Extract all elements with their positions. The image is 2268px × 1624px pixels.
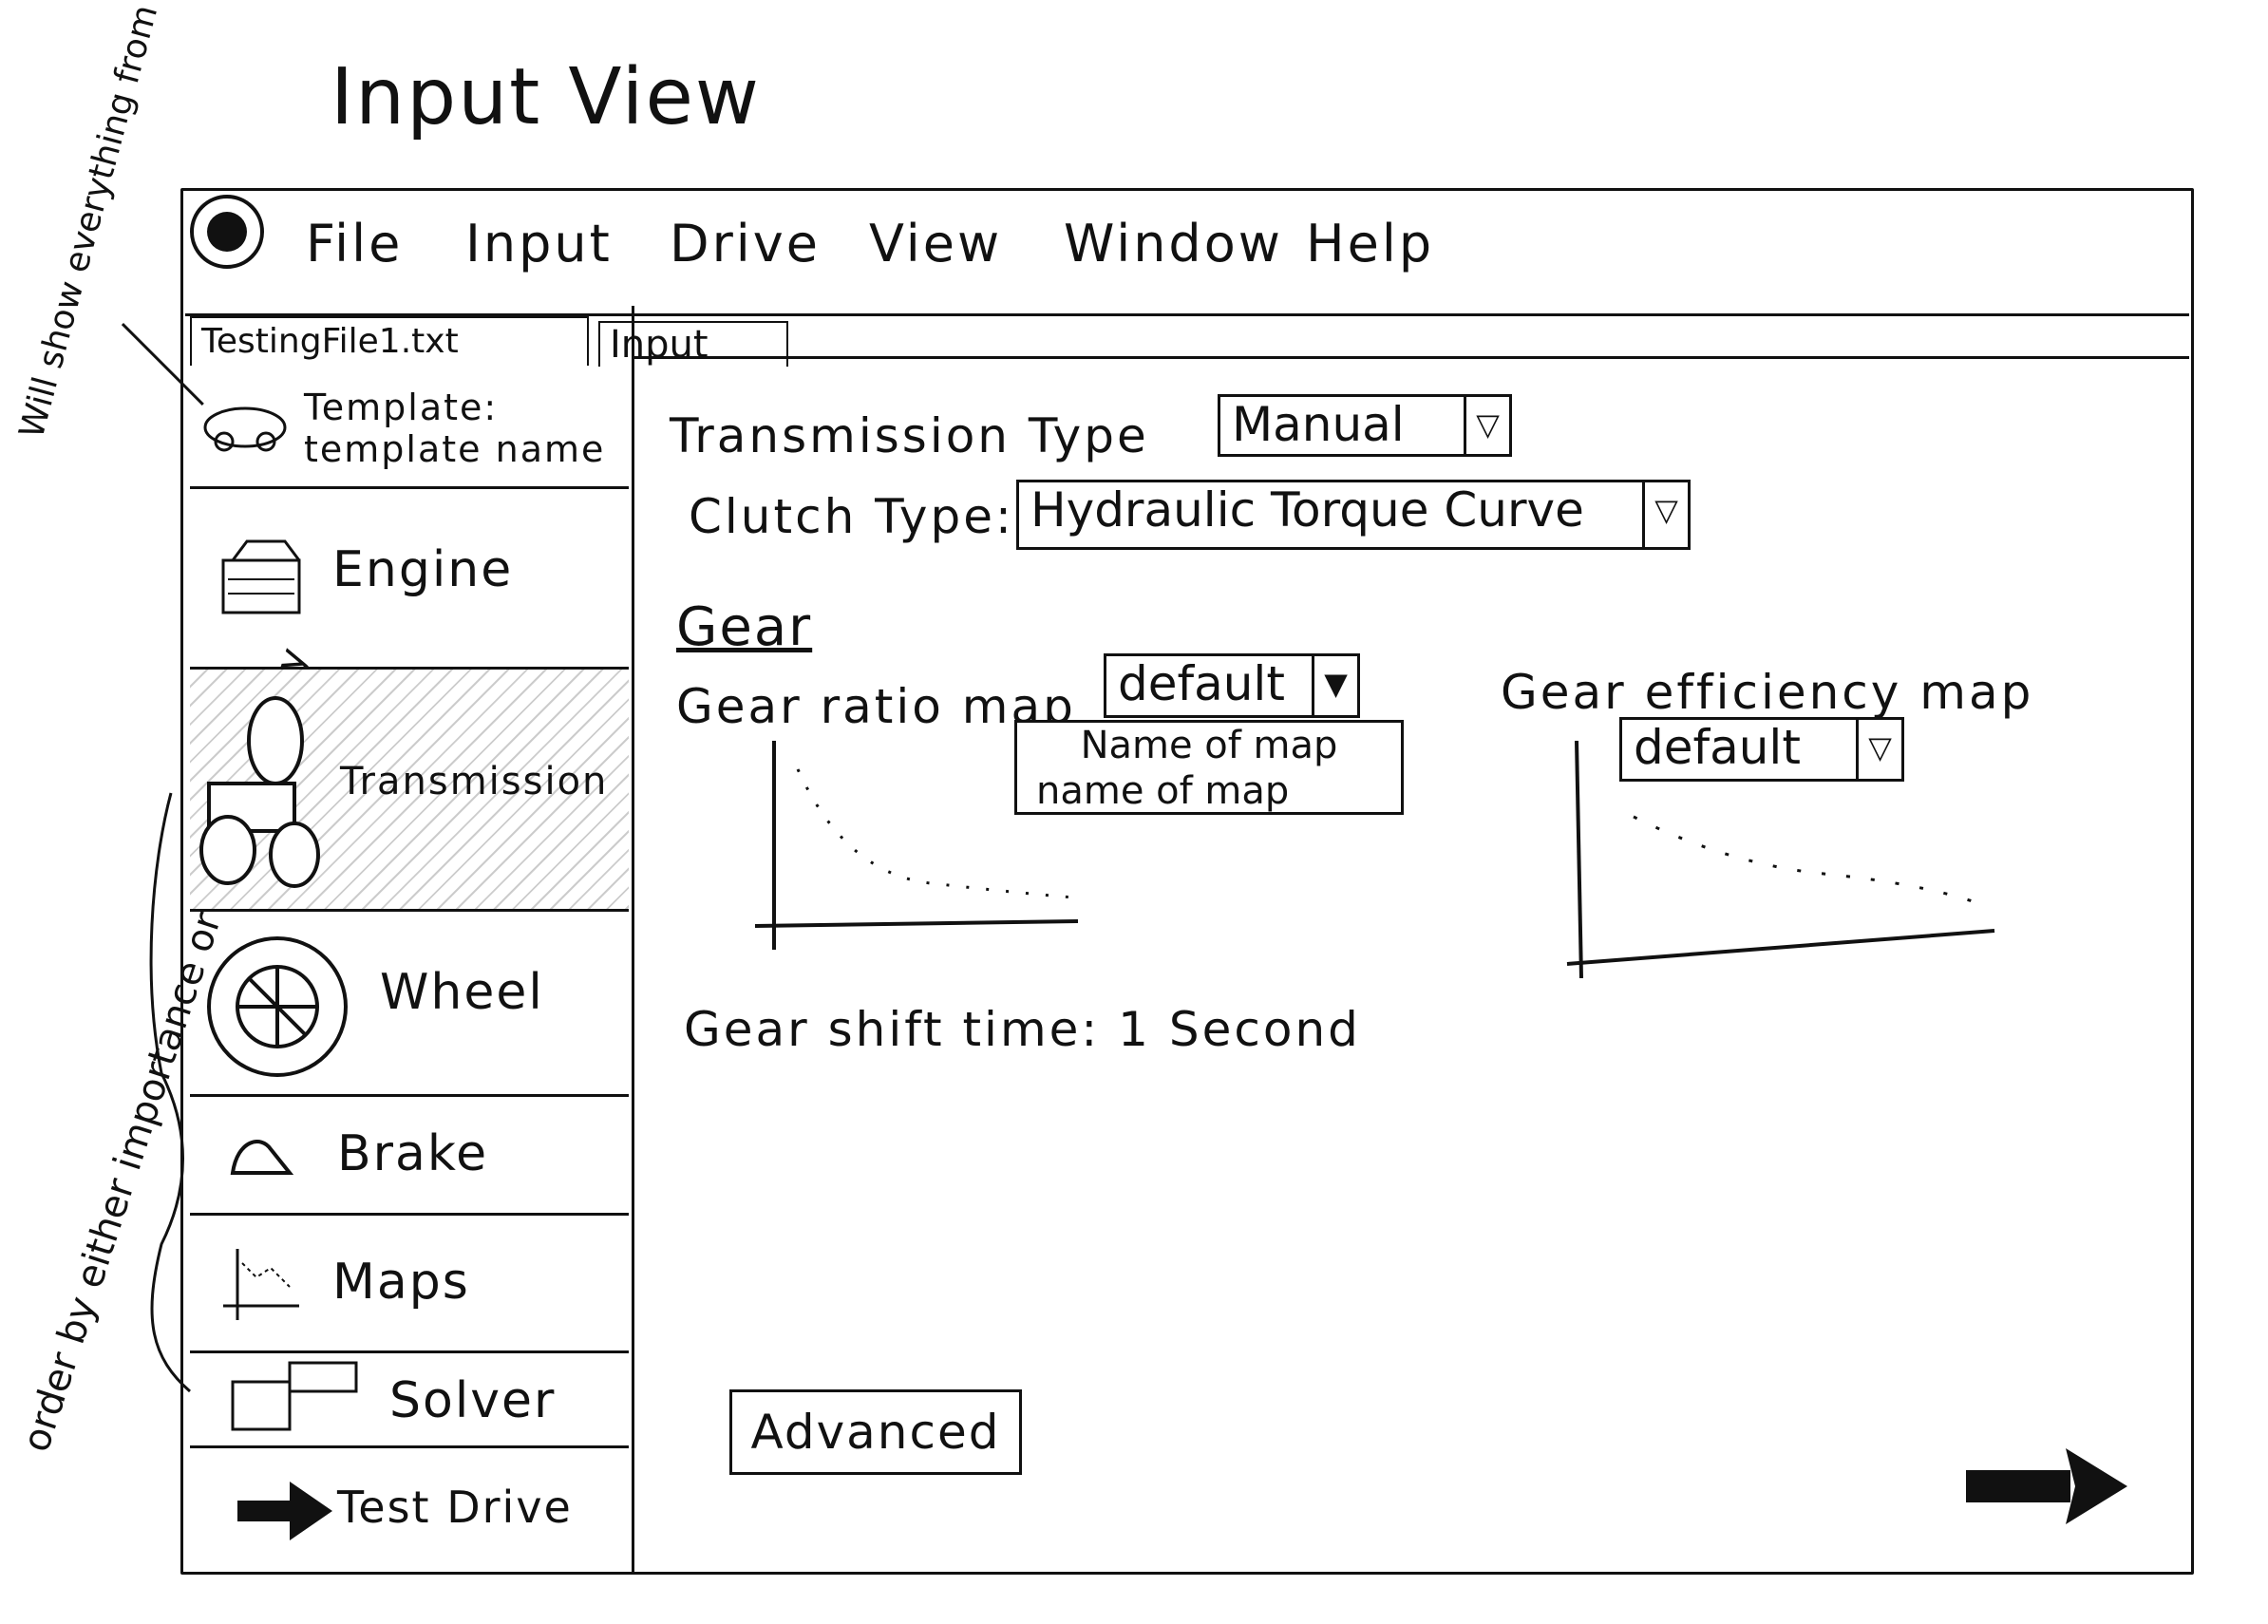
clutch-type-label: Clutch Type:: [689, 489, 1014, 544]
menu-help[interactable]: Help: [1306, 214, 1435, 274]
clutch-type-select[interactable]: Hydraulic Torque Curve ▽: [1016, 480, 1691, 550]
transmission-icon: [199, 696, 320, 888]
sidebar: [185, 306, 634, 1574]
menu-divider: [185, 313, 2189, 316]
sidebar-item-engine[interactable]: Engine: [190, 489, 629, 670]
dropdown-arrow-icon: ▼: [1312, 656, 1357, 715]
gear-efficiency-map-label: Gear efficiency map: [1501, 665, 2034, 720]
gear-ratio-graph: [754, 741, 1079, 950]
gear-ratio-map-dropdown: Name of map name of map: [1014, 720, 1404, 815]
menu-window[interactable]: Window: [1064, 214, 1283, 274]
select-value: default: [1118, 656, 1285, 711]
sidebar-item-label: Engine: [332, 541, 514, 598]
menu-drive[interactable]: Drive: [670, 214, 821, 274]
gear-efficiency-graph: [1566, 741, 1995, 979]
template-name: template name: [304, 428, 606, 470]
dropdown-arrow-icon: ▽: [1464, 397, 1509, 454]
sidebar-item-template[interactable]: Template: template name: [190, 366, 629, 489]
sidebar-item-solver[interactable]: Solver: [190, 1353, 629, 1448]
arrow-right-icon: [237, 1482, 332, 1540]
menu-input[interactable]: Input: [465, 214, 613, 274]
app-logo-icon: [190, 195, 264, 269]
sidebar-item-test-drive[interactable]: Test Drive: [190, 1448, 629, 1570]
gear-efficiency-map-select[interactable]: default ▽: [1619, 717, 1904, 782]
transmission-type-select[interactable]: Manual ▽: [1218, 394, 1512, 457]
dropdown-option[interactable]: name of map: [1036, 769, 1290, 813]
next-arrow-icon[interactable]: [1961, 1444, 2132, 1529]
maps-icon: [223, 1249, 299, 1320]
sidebar-item-transmission[interactable]: Transmission: [190, 670, 629, 912]
dropdown-arrow-icon: ▽: [1642, 482, 1688, 547]
gear-ratio-map-select[interactable]: default ▼: [1104, 653, 1360, 718]
advanced-button[interactable]: Advanced: [729, 1389, 1022, 1475]
sidebar-item-wheel[interactable]: Wheel: [190, 912, 629, 1097]
sidebar-item-label: Maps: [332, 1254, 470, 1311]
sidebar-item-label: Solver: [389, 1372, 557, 1429]
template-label: Template:: [304, 387, 499, 428]
page-title: Input View: [331, 52, 761, 142]
engine-icon: [221, 539, 301, 614]
gear-shift-time: Gear shift time: 1 Second: [684, 1002, 1361, 1057]
car-icon: [203, 406, 287, 452]
wheel-icon: [207, 936, 348, 1077]
transmission-type-label: Transmission Type: [670, 408, 1149, 463]
select-value: Hydraulic Torque Curve: [1030, 482, 1584, 538]
sidebar-item-label: Transmission: [340, 760, 609, 803]
dropdown-option[interactable]: Name of map: [1080, 724, 1338, 767]
tab-input[interactable]: Input: [598, 321, 788, 367]
select-value: Manual: [1232, 397, 1405, 452]
sidebar-item-label: Wheel: [380, 964, 544, 1021]
menu-file[interactable]: File: [306, 214, 404, 274]
app-window: [180, 188, 2194, 1575]
select-value: default: [1634, 720, 1801, 775]
menu-view[interactable]: View: [869, 214, 1003, 274]
solver-icon: [231, 1361, 358, 1431]
sidebar-item-label: Test Drive: [337, 1482, 573, 1533]
file-tab[interactable]: TestingFile1.txt: [190, 316, 589, 366]
gear-ratio-map-label: Gear ratio map: [676, 679, 1076, 734]
sidebar-item-maps[interactable]: Maps: [190, 1216, 629, 1353]
sidebar-item-label: Brake: [337, 1125, 489, 1182]
dropdown-arrow-icon: ▽: [1856, 720, 1901, 779]
brake-icon: [230, 1140, 294, 1175]
sidebar-item-brake[interactable]: Brake: [190, 1097, 629, 1216]
tab-strip-divider: [632, 356, 2189, 359]
gear-heading: Gear: [676, 596, 813, 658]
